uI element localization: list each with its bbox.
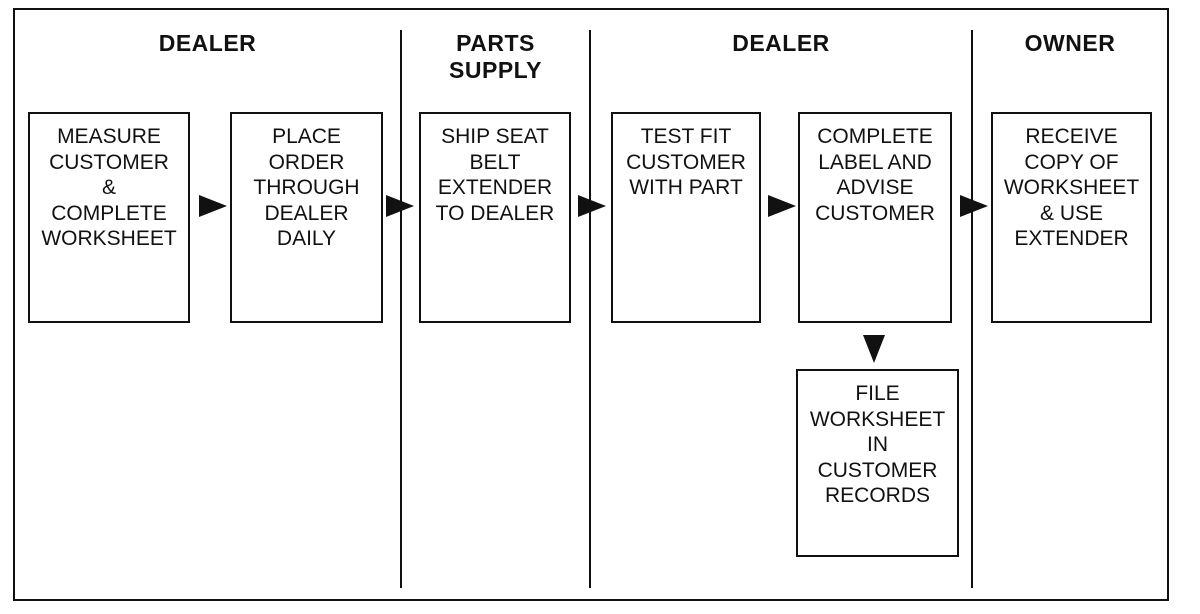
lane-divider — [589, 30, 591, 588]
step-receive-copy: RECEIVE COPY OF WORKSHEET & USE EXTENDER — [991, 112, 1152, 323]
lane-title-dealer-2: DEALER — [732, 30, 830, 56]
lane-title-dealer-1: DEALER — [158, 30, 257, 56]
lane-divider — [971, 30, 973, 588]
flow-arrow-down — [863, 335, 885, 363]
step-label: RECEIVE COPY OF WORKSHEET & USE EXTENDER — [1003, 125, 1140, 250]
flow-arrow-right — [768, 195, 796, 217]
step-label: PLACE ORDER THROUGH DEALER DAILY — [253, 125, 360, 250]
step-complete-label: COMPLETE LABEL AND ADVISE CUSTOMER — [798, 112, 952, 323]
step-place-order: PLACE ORDER THROUGH DEALER DAILY — [230, 112, 383, 323]
step-file-worksheet: FILE WORKSHEET IN CUSTOMER RECORDS — [796, 369, 959, 557]
step-label: FILE WORKSHEET IN CUSTOMER RECORDS — [809, 382, 946, 507]
flow-arrow-right — [386, 195, 414, 217]
diagram-frame — [13, 8, 1169, 601]
step-label: COMPLETE LABEL AND ADVISE CUSTOMER — [815, 125, 935, 225]
lane-divider — [400, 30, 402, 588]
step-label: TEST FIT CUSTOMER WITH PART — [626, 125, 746, 199]
flow-arrow-right — [199, 195, 227, 217]
step-test-fit: TEST FIT CUSTOMER WITH PART — [611, 112, 761, 323]
lane-title-parts-supply: PARTS SUPPLY — [449, 30, 542, 83]
step-label: SHIP SEAT BELT EXTENDER TO DEALER — [435, 125, 555, 225]
step-measure-customer: MEASURE CUSTOMER & COMPLETE WORKSHEET — [28, 112, 190, 323]
flow-arrow-right — [960, 195, 988, 217]
flow-arrow-right — [578, 195, 606, 217]
lane-title-owner: OWNER — [1024, 30, 1116, 56]
step-label: MEASURE CUSTOMER & COMPLETE WORKSHEET — [41, 125, 177, 250]
step-ship-seat-belt-extender: SHIP SEAT BELT EXTENDER TO DEALER — [419, 112, 571, 323]
